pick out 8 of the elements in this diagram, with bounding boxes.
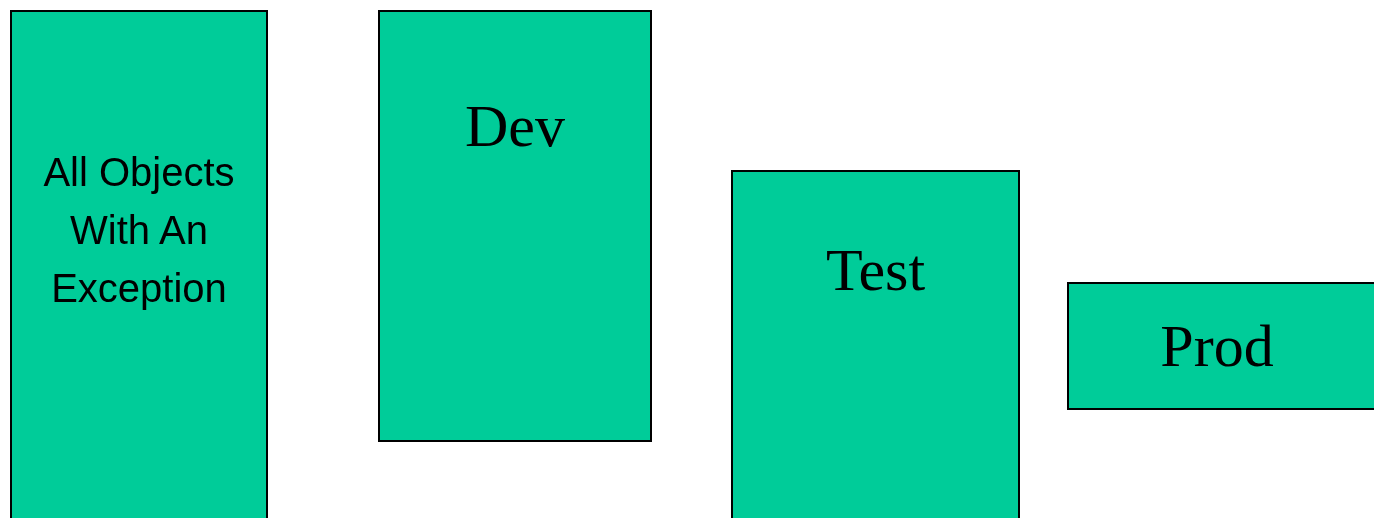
box-label: Test [825,236,926,305]
process-box [378,10,652,442]
box-label: Dev [465,92,565,161]
process-box [1067,282,1374,410]
process-box [10,10,268,518]
box-label: Prod [1160,312,1274,381]
process-box [731,170,1020,518]
box-label: All Objects With An Exception [42,149,236,312]
